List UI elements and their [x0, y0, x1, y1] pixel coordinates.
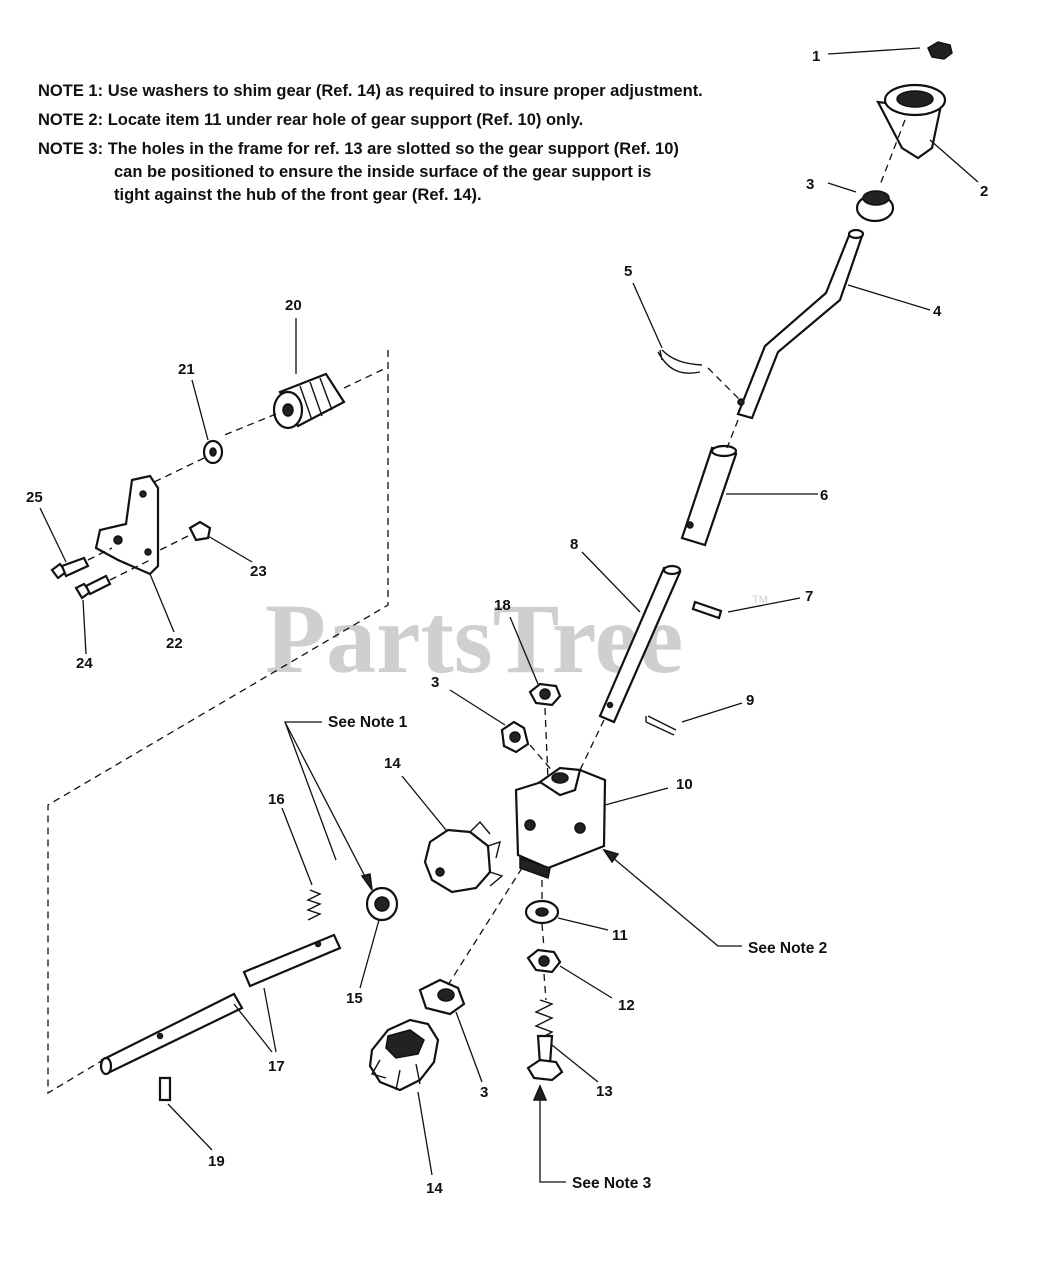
note-1-text: Use washers to shim gear (Ref. 14) as re… [107, 82, 703, 100]
note-2-label: NOTE 2: [38, 111, 104, 129]
note-3-continuation-2: tight against the hub of the front gear … [114, 186, 482, 204]
part-9-cotter-pin [645, 702, 743, 736]
part-1-nut [927, 41, 953, 60]
note-2-text: Locate item 11 under rear hole of gear s… [107, 111, 584, 129]
see-note-3-label: See Note 3 [572, 1175, 652, 1192]
callout-7: 7 [805, 588, 813, 605]
see-note-2-leader [602, 848, 742, 947]
note-3-text: The holes in the frame for ref. 13 are s… [107, 140, 679, 158]
callout-16: 16 [268, 791, 285, 808]
callout-14-lower: 14 [426, 1180, 443, 1197]
callout-3-middle: 3 [431, 674, 439, 691]
part-14-gear-upper [401, 775, 504, 894]
part-22-bracket-plate [94, 474, 175, 633]
note-3-continuation-1: can be positioned to ensure the inside s… [114, 163, 652, 181]
callout-1: 1 [812, 48, 820, 65]
see-note-2-label: See Note 2 [748, 940, 827, 957]
part-17-shaft [99, 933, 342, 1076]
part-18-nut [509, 616, 562, 707]
callout-13: 13 [596, 1083, 613, 1100]
part-10-gear-support [514, 766, 669, 879]
callout-9: 9 [746, 692, 754, 709]
part-25-bolt [39, 507, 90, 580]
callout-24: 24 [76, 655, 93, 672]
note-3-label: NOTE 3: [38, 140, 104, 158]
note-1: NOTE 1: Use washers to shim gear (Ref. 1… [38, 80, 798, 103]
callout-19: 19 [208, 1153, 225, 1170]
note-3: NOTE 3: The holes in the frame for ref. … [38, 138, 798, 161]
callout-3-top: 3 [806, 176, 814, 193]
part-24-bolt [74, 574, 112, 655]
callout-17: 17 [268, 1058, 285, 1075]
callout-11: 11 [612, 927, 628, 944]
callout-25: 25 [26, 489, 43, 506]
note-2: NOTE 2: Locate item 11 under rear hole o… [38, 109, 798, 132]
callout-10: 10 [676, 776, 693, 793]
part-19-pin [158, 1076, 213, 1151]
part-5-hairpin-clip [632, 282, 703, 374]
callout-2: 2 [980, 183, 988, 200]
see-note-1-leader [284, 721, 373, 891]
callout-14-upper: 14 [384, 755, 401, 772]
part-11-washer [524, 899, 609, 931]
part-3-bushing-middle [449, 689, 530, 754]
part-16-spring [281, 807, 322, 921]
part-12-nut [526, 948, 613, 999]
see-note-1-label: See Note 1 [328, 714, 408, 731]
notes-block: NOTE 1: Use washers to shim gear (Ref. 1… [38, 80, 798, 207]
callout-22: 22 [166, 635, 183, 652]
part-7-pin [691, 597, 801, 620]
callout-12: 12 [618, 997, 635, 1014]
callout-3-lower: 3 [480, 1084, 488, 1101]
watermark: PartsTree [265, 583, 683, 694]
callout-5: 5 [624, 263, 632, 280]
callout-18: 18 [494, 597, 511, 614]
part-6-tube [680, 444, 818, 547]
part-21-washer [191, 379, 224, 465]
callout-20: 20 [285, 297, 302, 314]
callout-15: 15 [346, 990, 363, 1007]
part-8-rod [581, 551, 682, 724]
callout-8: 8 [570, 536, 578, 553]
part-13-bolt [526, 999, 599, 1083]
callout-4: 4 [933, 303, 942, 320]
part-3-bushing-lower [418, 978, 483, 1083]
part-14-gear-lower [368, 1018, 440, 1176]
callout-6: 6 [820, 487, 828, 504]
callout-23: 23 [250, 563, 267, 580]
part-3-bushing-top [827, 182, 895, 223]
note-1-label: NOTE 1: [38, 82, 104, 100]
part-4-shift-lever [736, 228, 931, 420]
subassembly-boundary [47, 350, 389, 1095]
callout-21: 21 [178, 361, 195, 378]
see-note-3-leader [532, 1084, 566, 1183]
part-2-knob [876, 83, 979, 183]
part-15-washer [359, 886, 399, 989]
watermark-tm: TM [752, 594, 768, 606]
part-23-nut [188, 520, 253, 563]
part-20-worm-gear [272, 318, 346, 430]
